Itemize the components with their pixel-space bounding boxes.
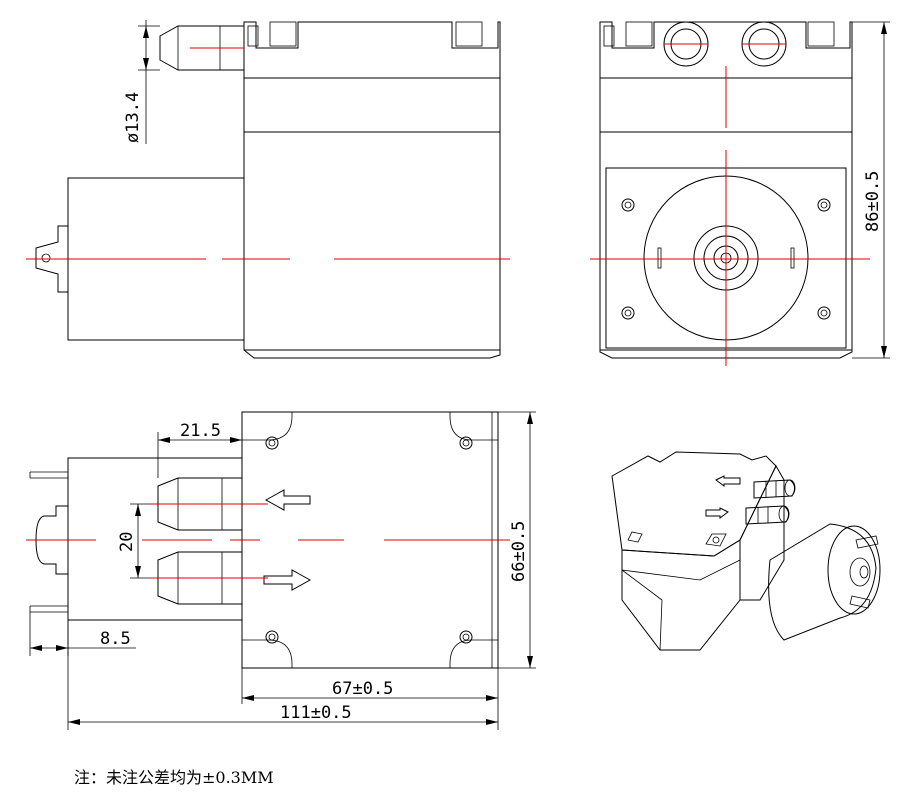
dim-port-spacing: 20: [117, 532, 137, 552]
iso-inlet-arrow-icon: [715, 475, 741, 487]
dim-body-length: 67±0.5: [332, 679, 393, 699]
isometric-view: [611, 451, 881, 651]
inlet-arrow-icon: [264, 489, 311, 511]
side-view: 86±0.5: [590, 21, 890, 366]
tolerance-note: 注：未注公差均为±0.3MM: [74, 768, 274, 787]
outlet-arrow-icon: [263, 569, 312, 591]
dim-terminal-offset: 8.5: [100, 629, 131, 649]
dim-total-length: 111±0.5: [280, 703, 352, 723]
dim-port-offset: 21.5: [180, 421, 221, 441]
dim-port-diameter: ø13.4: [123, 92, 143, 143]
dim-width: 66±0.5: [509, 521, 529, 582]
top-view: 21.5 20 66±0.5 8.5 67±0.5 111±0.5: [26, 411, 536, 730]
iso-outlet-arrow-icon: [705, 507, 729, 519]
dim-height: 86±0.5: [863, 171, 883, 232]
front-view: ø13.4: [26, 20, 510, 359]
